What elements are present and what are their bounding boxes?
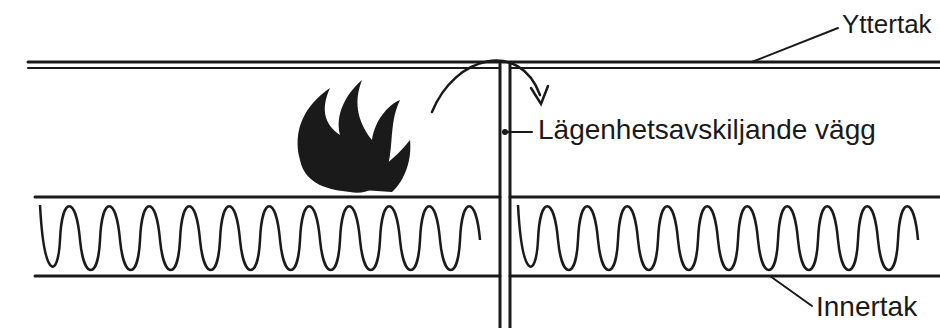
leader-dot — [502, 129, 508, 135]
insulation-loop — [40, 205, 480, 270]
insulation — [40, 205, 918, 270]
flame-arrow — [432, 61, 540, 112]
part-label: Lägenhetsavskiljande vägg — [536, 115, 878, 146]
leader-line — [770, 276, 812, 306]
wall-line — [500, 64, 510, 328]
ceiling-line — [35, 275, 940, 278]
ceiling-line — [35, 196, 940, 199]
part-label: Yttertak — [840, 10, 934, 39]
fire — [298, 80, 411, 193]
part-label: Innertak — [814, 292, 919, 323]
leader-line — [752, 28, 838, 62]
insulation-loop — [518, 205, 918, 270]
leader-line — [507, 131, 532, 133]
arrowhead — [531, 86, 548, 104]
outer-roof-line — [28, 67, 940, 69]
